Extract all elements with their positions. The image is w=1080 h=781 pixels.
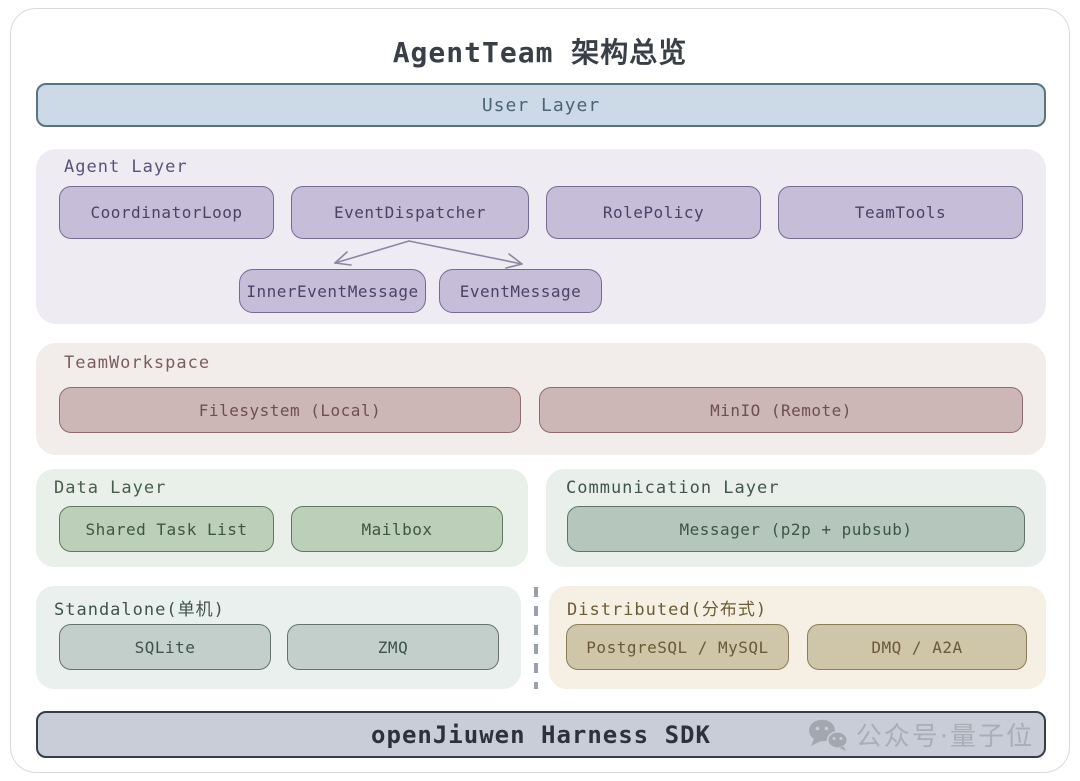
node-filesystem-local: Filesystem (Local): [59, 387, 521, 433]
team-workspace-label: TeamWorkspace: [64, 353, 211, 373]
node-mailbox: Mailbox: [291, 506, 503, 552]
data-layer-label: Data Layer: [54, 478, 167, 498]
node-event-dispatcher: EventDispatcher: [291, 186, 529, 239]
node-inner-event-message: InnerEventMessage: [239, 269, 426, 313]
node-team-tools: TeamTools: [778, 186, 1023, 239]
node-messager: Messager (p2p + pubsub): [567, 506, 1025, 552]
data-layer-panel: Data Layer Shared Task List Mailbox: [36, 469, 528, 567]
user-layer-label: User Layer: [481, 94, 601, 116]
node-zmq: ZMQ: [287, 624, 499, 670]
node-role-policy: RolePolicy: [546, 186, 761, 239]
standalone-label: Standalone(单机): [54, 600, 225, 620]
footer-sdk-bar: openJiuwen Harness SDK 公众号·量子位: [36, 711, 1046, 758]
node-event-message: EventMessage: [439, 269, 602, 313]
watermark-text: 公众号·量子位: [855, 722, 1034, 752]
standalone-panel: Standalone(单机) SQLite ZMQ: [36, 586, 521, 689]
team-workspace-panel: TeamWorkspace Filesystem (Local) MinIO (…: [36, 343, 1046, 455]
page-title: AgentTeam 架构总览: [392, 36, 688, 69]
communication-layer-label: Communication Layer: [566, 478, 780, 498]
distributed-label: Distributed(分布式): [567, 600, 768, 620]
standalone-distributed-divider: [534, 587, 538, 689]
node-shared-task-list: Shared Task List: [59, 506, 274, 552]
node-dmq-a2a: DMQ / A2A: [807, 624, 1027, 670]
node-minio-remote: MinIO (Remote): [539, 387, 1023, 433]
agent-layer-panel: Agent Layer CoordinatorLoop EventDispatc…: [36, 149, 1046, 324]
user-layer-bar: User Layer: [36, 83, 1046, 127]
communication-layer-panel: Communication Layer Messager (p2p + pubs…: [546, 469, 1046, 567]
node-sqlite: SQLite: [59, 624, 271, 670]
wechat-icon: [808, 719, 848, 751]
diagram-frame: AgentTeam 架构总览 User Layer Agent Layer Co…: [10, 8, 1070, 773]
node-coordinator-loop: CoordinatorLoop: [59, 186, 274, 239]
node-postgresql-mysql: PostgreSQL / MySQL: [566, 624, 789, 670]
distributed-panel: Distributed(分布式) PostgreSQL / MySQL DMQ …: [549, 586, 1046, 689]
agent-layer-label: Agent Layer: [64, 157, 188, 177]
footer-sdk-label: openJiuwen Harness SDK: [371, 720, 711, 749]
watermark: 公众号·量子位: [807, 713, 1034, 756]
